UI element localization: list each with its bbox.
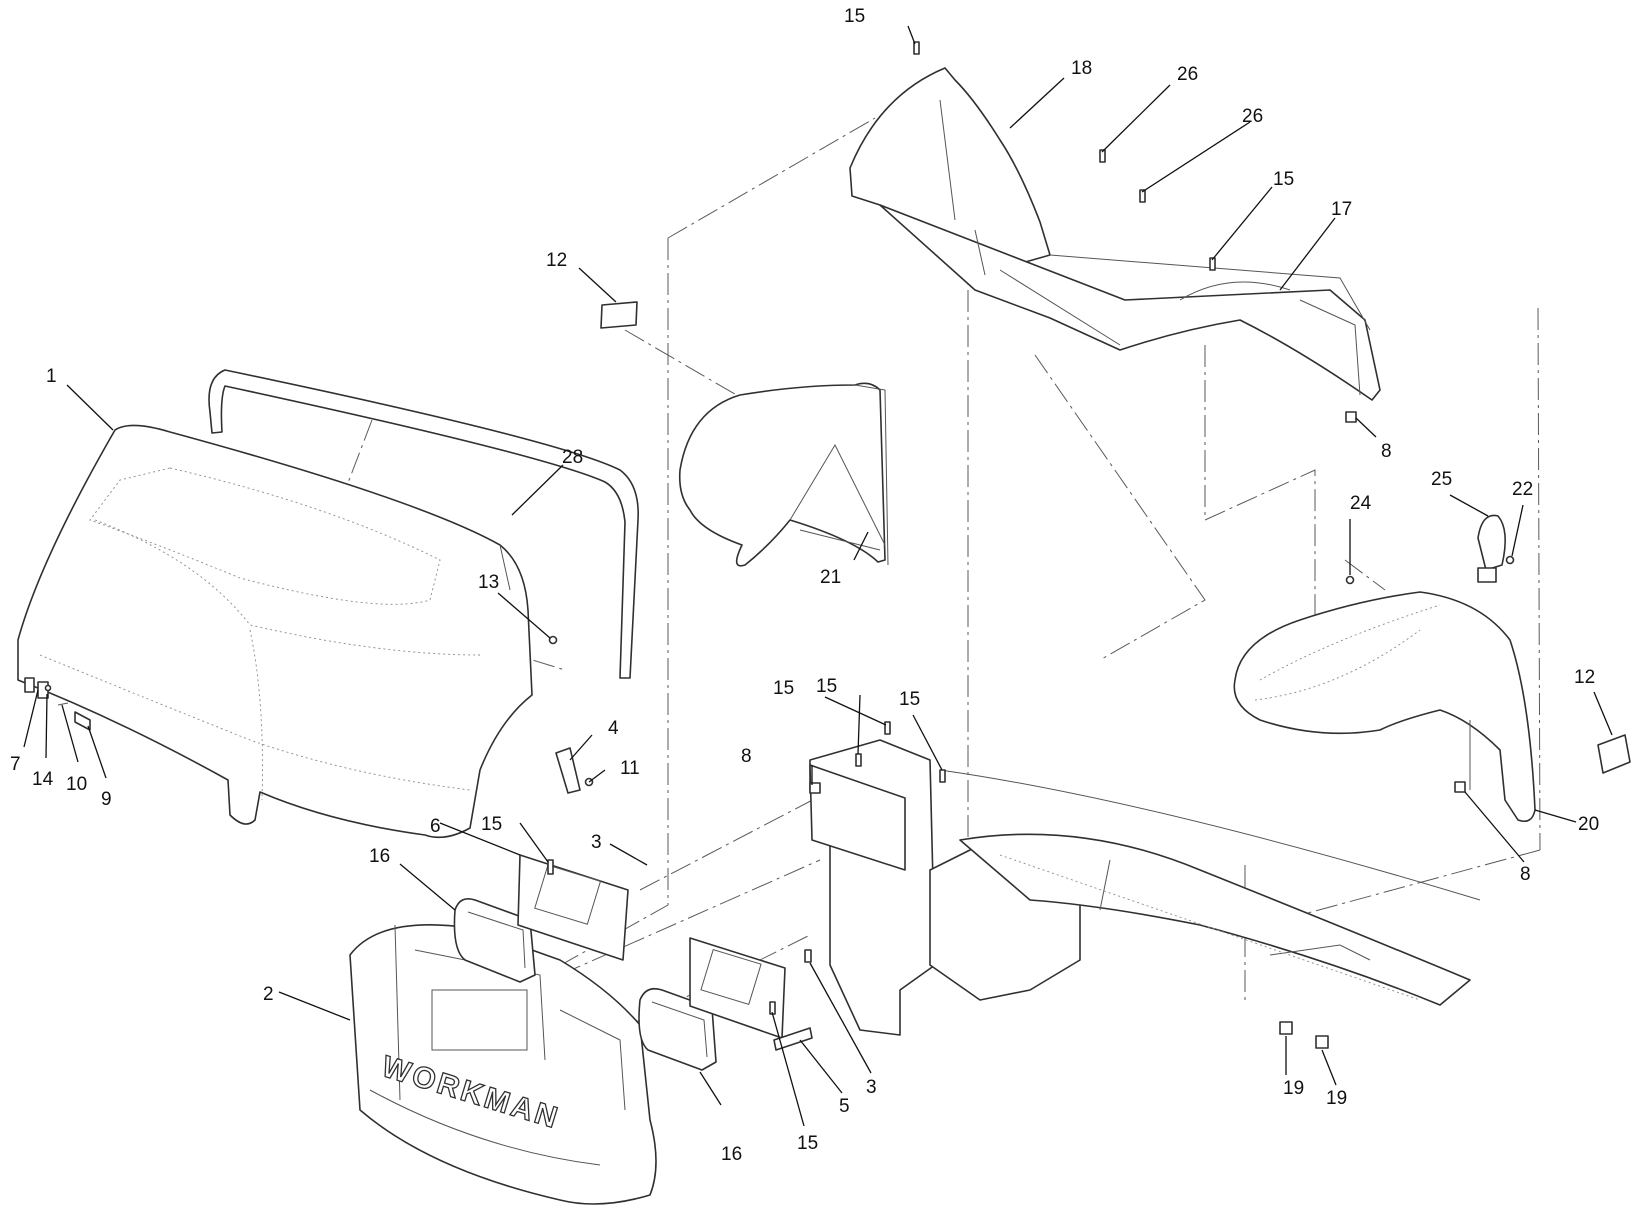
part-latch bbox=[1477, 514, 1506, 583]
callout-8a: 8 bbox=[1381, 441, 1392, 462]
part-decal-left bbox=[600, 301, 638, 329]
part-chassis-frame bbox=[809, 739, 1481, 1036]
callout-3b: 3 bbox=[866, 1077, 877, 1098]
callout-7: 7 bbox=[10, 754, 21, 775]
callout-1: 1 bbox=[46, 366, 57, 387]
callout-8c: 8 bbox=[1520, 864, 1531, 885]
part-front-grille: WORKMAN bbox=[349, 924, 657, 1205]
callout-15e: 15 bbox=[816, 676, 837, 697]
callouts: 1 28 13 7 14 10 9 4 11 15 6 3 16 2 12 21… bbox=[10, 6, 1599, 1165]
callout-5: 5 bbox=[839, 1096, 850, 1117]
callout-14: 14 bbox=[32, 769, 54, 790]
callout-20: 20 bbox=[1578, 814, 1599, 835]
callout-15g: 15 bbox=[797, 1133, 818, 1154]
callout-2: 2 bbox=[263, 984, 274, 1005]
part-trim-strip bbox=[208, 369, 639, 679]
part-hood bbox=[17, 424, 533, 839]
part-nut-24 bbox=[1345, 575, 1355, 585]
part-decal-right bbox=[1597, 734, 1631, 774]
part-headlight-upper bbox=[453, 897, 536, 983]
callout-16b: 16 bbox=[721, 1144, 742, 1165]
callout-24: 24 bbox=[1350, 493, 1372, 514]
part-left-fender bbox=[678, 382, 889, 567]
callout-15f: 15 bbox=[899, 689, 920, 710]
callout-26b: 26 bbox=[1242, 106, 1263, 127]
callout-16a: 16 bbox=[369, 846, 390, 867]
part-bracket-4 bbox=[555, 747, 581, 794]
part-rear-bracket bbox=[1299, 299, 1361, 396]
callout-13: 13 bbox=[478, 572, 499, 593]
part-headlight-bracket-lower bbox=[689, 937, 813, 1051]
callout-18: 18 bbox=[1071, 58, 1092, 79]
part-right-fender bbox=[1233, 591, 1536, 823]
callout-15d: 15 bbox=[773, 678, 794, 699]
part-upper-crossmember bbox=[849, 67, 1381, 401]
callout-6: 6 bbox=[430, 816, 441, 837]
callout-11: 11 bbox=[620, 758, 640, 779]
callout-17: 17 bbox=[1331, 199, 1352, 220]
callout-25: 25 bbox=[1431, 469, 1452, 490]
callout-15a: 15 bbox=[481, 814, 502, 835]
callout-26a: 26 bbox=[1177, 64, 1198, 85]
callout-10: 10 bbox=[66, 774, 87, 795]
part-screw-22 bbox=[1505, 555, 1515, 565]
callout-15c: 15 bbox=[1273, 169, 1294, 190]
callout-12a: 12 bbox=[546, 250, 567, 271]
callout-19a: 19 bbox=[1283, 1078, 1304, 1099]
callout-21: 21 bbox=[820, 567, 841, 588]
part-headlight-bracket-upper bbox=[517, 854, 629, 961]
callout-28: 28 bbox=[562, 447, 583, 468]
fasteners bbox=[547, 41, 1466, 1049]
callout-9: 9 bbox=[101, 789, 112, 810]
callout-4: 4 bbox=[608, 718, 619, 739]
callout-8b: 8 bbox=[741, 746, 752, 767]
leader-lines bbox=[23, 25, 1613, 1127]
callout-15b: 15 bbox=[844, 6, 865, 27]
callout-22: 22 bbox=[1512, 479, 1533, 500]
callout-12b: 12 bbox=[1574, 667, 1595, 688]
part-mounting-plate bbox=[809, 764, 906, 871]
callout-3a: 3 bbox=[591, 832, 602, 853]
callout-19b: 19 bbox=[1326, 1088, 1347, 1109]
